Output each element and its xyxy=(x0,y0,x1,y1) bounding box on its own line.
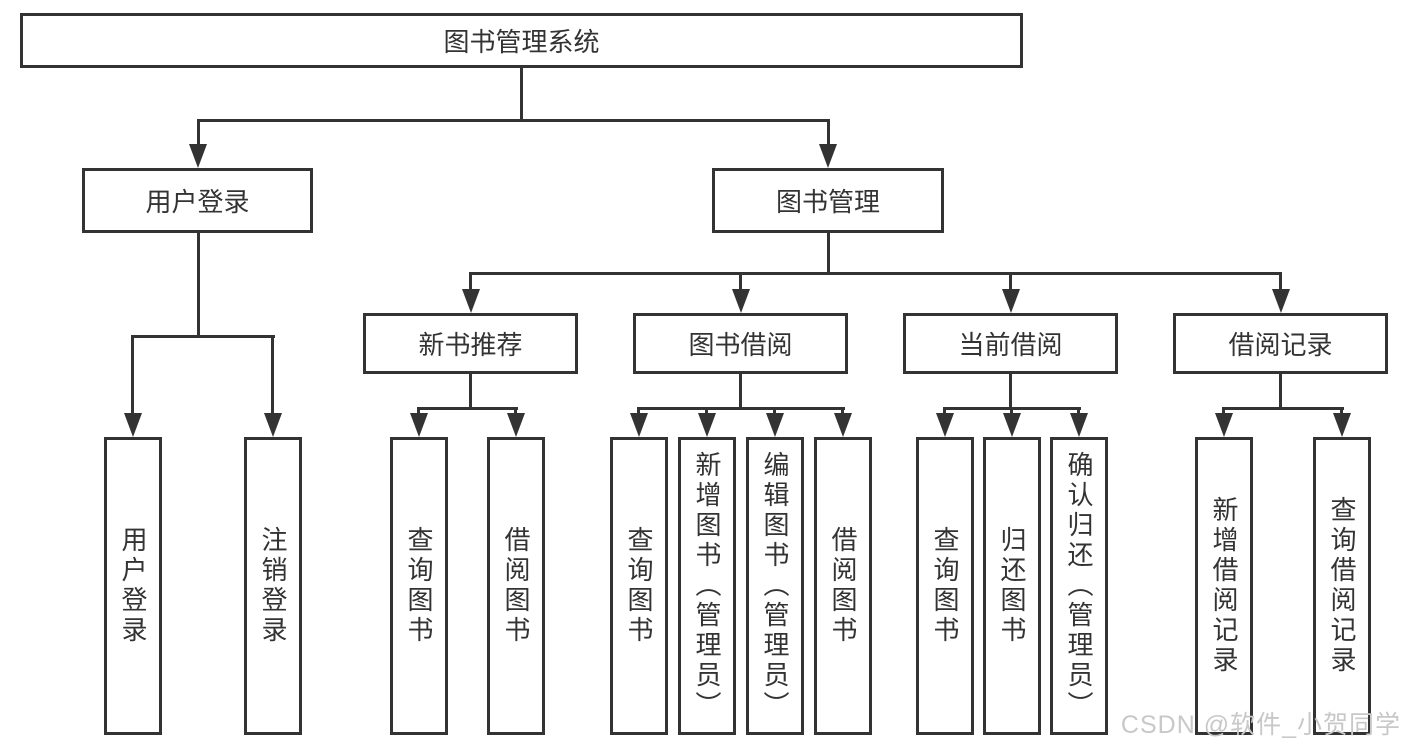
arrow-down-icon xyxy=(1002,289,1020,313)
connector-hline xyxy=(197,119,830,122)
arrow-down-icon xyxy=(1215,413,1233,437)
connector-vline xyxy=(841,407,844,417)
node-label: 图书借阅 xyxy=(688,330,793,360)
node-label: 新增图书（管理员） xyxy=(692,451,722,721)
connector-vline xyxy=(1077,407,1080,417)
node-book-borrowing: 图书借阅 xyxy=(633,313,848,374)
node-query-books-borrowing: 查询图书 xyxy=(610,437,668,735)
node-return-books: 归还图书 xyxy=(983,437,1041,735)
node-label: 新书推荐 xyxy=(418,330,523,360)
arrow-down-icon xyxy=(189,144,207,168)
arrow-down-icon xyxy=(936,413,954,437)
node-edit-books-admin: 编辑图书（管理员） xyxy=(746,437,804,735)
connector-hline xyxy=(637,407,845,410)
node-add-books-admin: 新增图书（管理员） xyxy=(678,437,736,735)
connector-vline xyxy=(827,119,830,147)
arrow-down-icon xyxy=(1003,413,1021,437)
connector-vline xyxy=(1222,407,1225,417)
node-label: 图书管理 xyxy=(775,187,880,217)
node-label: 借阅记录 xyxy=(1228,330,1333,360)
node-label: 新增借阅记录 xyxy=(1209,496,1239,676)
node-label: 当前借阅 xyxy=(958,330,1063,360)
node-label: 借阅图书 xyxy=(828,526,858,646)
connector-vline xyxy=(1009,272,1012,292)
connector-vline xyxy=(1340,407,1343,417)
arrow-down-icon xyxy=(124,413,142,437)
arrow-down-icon xyxy=(1272,289,1290,313)
arrow-down-icon xyxy=(766,413,784,437)
connector-vline xyxy=(827,233,830,275)
node-label: 用户登录 xyxy=(145,187,250,217)
connector-vline xyxy=(514,407,517,417)
node-label: 查询图书 xyxy=(404,526,434,646)
connector-vline xyxy=(705,407,708,417)
node-label: 查询图书 xyxy=(624,526,654,646)
arrow-down-icon xyxy=(1333,413,1351,437)
connector-vline xyxy=(469,272,472,292)
arrow-down-icon xyxy=(834,413,852,437)
node-borrow-books-borrowing: 借阅图书 xyxy=(814,437,872,735)
node-label: 图书管理系统 xyxy=(443,27,600,57)
connector-vline xyxy=(520,68,523,122)
connector-vline xyxy=(1279,374,1282,410)
node-label: 归还图书 xyxy=(997,526,1027,646)
connector-vline xyxy=(1009,374,1012,410)
arrow-down-icon xyxy=(264,413,282,437)
node-current-borrowing: 当前借阅 xyxy=(903,313,1118,374)
node-confirm-return-admin: 确认归还（管理员） xyxy=(1050,437,1108,735)
connector-hline xyxy=(417,407,518,410)
connector-vline xyxy=(271,335,274,417)
connector-hline xyxy=(469,272,1282,275)
node-label: 用户登录 xyxy=(118,526,148,646)
arrow-down-icon xyxy=(819,144,837,168)
connector-vline xyxy=(637,407,640,417)
connector-hline xyxy=(131,335,275,338)
connector-vline xyxy=(1010,407,1013,417)
node-label: 查询借阅记录 xyxy=(1327,496,1357,676)
node-borrowing-records: 借阅记录 xyxy=(1173,313,1388,374)
node-label: 编辑图书（管理员） xyxy=(760,451,790,721)
node-user-login-leaf: 用户登录 xyxy=(104,437,162,735)
connector-vline xyxy=(131,335,134,417)
node-add-borrow-record: 新增借阅记录 xyxy=(1195,437,1253,735)
connector-vline xyxy=(197,233,200,338)
node-new-book-recommend: 新书推荐 xyxy=(363,313,578,374)
node-label: 确认归还（管理员） xyxy=(1064,451,1094,721)
node-book-management: 图书管理 xyxy=(712,168,944,233)
node-query-books-current: 查询图书 xyxy=(916,437,974,735)
connector-vline xyxy=(739,374,742,410)
connector-vline xyxy=(417,407,420,417)
arrow-down-icon xyxy=(698,413,716,437)
node-borrow-books-recommend: 借阅图书 xyxy=(487,437,545,735)
connector-vline xyxy=(469,374,472,410)
arrow-down-icon xyxy=(630,413,648,437)
connector-vline xyxy=(1279,272,1282,292)
arrow-down-icon xyxy=(1070,413,1088,437)
node-query-books-recommend: 查询图书 xyxy=(390,437,448,735)
node-user-login: 用户登录 xyxy=(82,168,313,233)
watermark-text: CSDN @软件_小贺同学 xyxy=(1120,711,1401,739)
connector-hline xyxy=(1222,407,1344,410)
arrow-down-icon xyxy=(462,289,480,313)
node-label: 借阅图书 xyxy=(501,526,531,646)
node-label: 查询图书 xyxy=(930,526,960,646)
node-label: 注销登录 xyxy=(258,526,288,646)
node-logout: 注销登录 xyxy=(244,437,302,735)
connector-vline xyxy=(197,119,200,147)
node-query-borrow-record: 查询借阅记录 xyxy=(1313,437,1371,735)
arrow-down-icon xyxy=(507,413,525,437)
connector-vline xyxy=(943,407,946,417)
arrow-down-icon xyxy=(410,413,428,437)
arrow-down-icon xyxy=(732,289,750,313)
connector-vline xyxy=(739,272,742,292)
node-library-system: 图书管理系统 xyxy=(20,13,1023,68)
connector-vline xyxy=(773,407,776,417)
